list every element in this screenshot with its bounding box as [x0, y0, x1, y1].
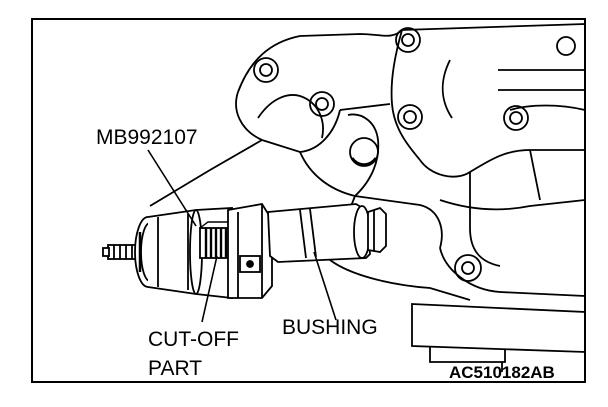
- label-cutoff-line1: CUT-OFF: [148, 328, 239, 351]
- tool-nut: [367, 206, 387, 253]
- bolt-3: [395, 27, 421, 53]
- label-tool-number: MB992107: [96, 126, 198, 149]
- bolt-5: [503, 105, 529, 131]
- bolt-7: [556, 36, 576, 56]
- tool-hex-collar: [227, 203, 273, 299]
- leader-bushing: [313, 251, 337, 321]
- housing: [149, 23, 586, 372]
- bushing: [267, 203, 371, 263]
- bolt-1: [253, 57, 279, 83]
- bolt-2: [309, 91, 335, 117]
- leader-lines: [147, 149, 337, 323]
- cutoff-window: [199, 221, 232, 259]
- housing-bore: [349, 137, 379, 167]
- leader-tool: [147, 149, 197, 227]
- special-tool: [102, 203, 387, 300]
- label-bushing: BUSHING: [282, 316, 378, 339]
- leader-cutoff: [201, 255, 218, 323]
- tool-rod: [102, 244, 139, 260]
- bolt-6: [454, 254, 482, 282]
- label-cutoff-line2: PART: [148, 357, 202, 380]
- frame-border: [31, 18, 586, 383]
- figure-code: AC510182AB: [449, 363, 555, 382]
- bolt-4: [397, 104, 423, 130]
- bolt-heads: [253, 27, 576, 282]
